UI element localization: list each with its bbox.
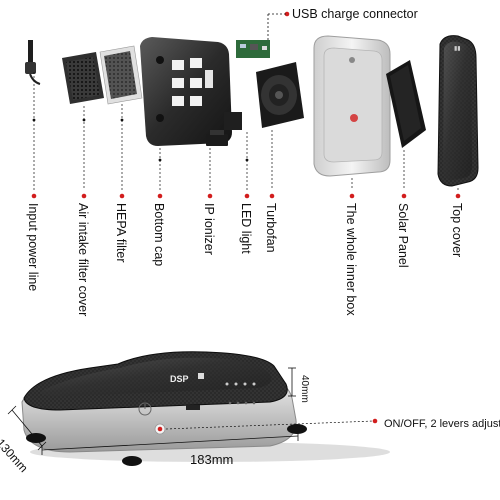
top-cover-icon: ▮▮ [437,35,479,187]
usb-leader [267,11,290,40]
dimension-lines [7,367,299,455]
part-leaders [31,72,461,199]
label-input-power-line: Input power line [26,203,40,292]
inner-box-icon [313,35,391,177]
ionizer-icon [206,130,228,146]
led-board-icon [224,40,270,130]
label-solar-panel: Solar Panel [396,203,410,268]
hepa-filter-icon [99,45,143,105]
label-turbofan: Turbofan [264,203,278,253]
label-ip-ionizer: IP ionizer [202,203,216,255]
label-air-intake-filter-cover: Air intake filter cover [76,203,90,317]
solar-panel-icon [386,60,426,148]
dimension-width: 183mm [190,452,234,467]
onoff-leader [165,418,378,430]
assembled-device [21,351,390,466]
label-led-light: LED light [239,203,253,254]
usb-charge-connector-label: USB charge connector [292,7,418,21]
device-logo: DSP [170,374,189,384]
filter-cover-icon [62,52,104,104]
label-hepa-filter: HEPA filter [114,203,128,263]
label-top-cover: Top cover [450,203,464,258]
label-bottom-cap: Bottom cap [152,203,166,267]
dimension-height: 40mm [299,375,310,403]
turbofan-icon [256,62,304,128]
label-inner-box: The whole inner box [344,203,358,316]
power-cable-icon [25,40,41,85]
on-off-label: ON/OFF, 2 levers adjust [384,418,500,430]
svg-text:▮▮: ▮▮ [454,46,461,52]
bottom-cap-icon [140,37,232,146]
